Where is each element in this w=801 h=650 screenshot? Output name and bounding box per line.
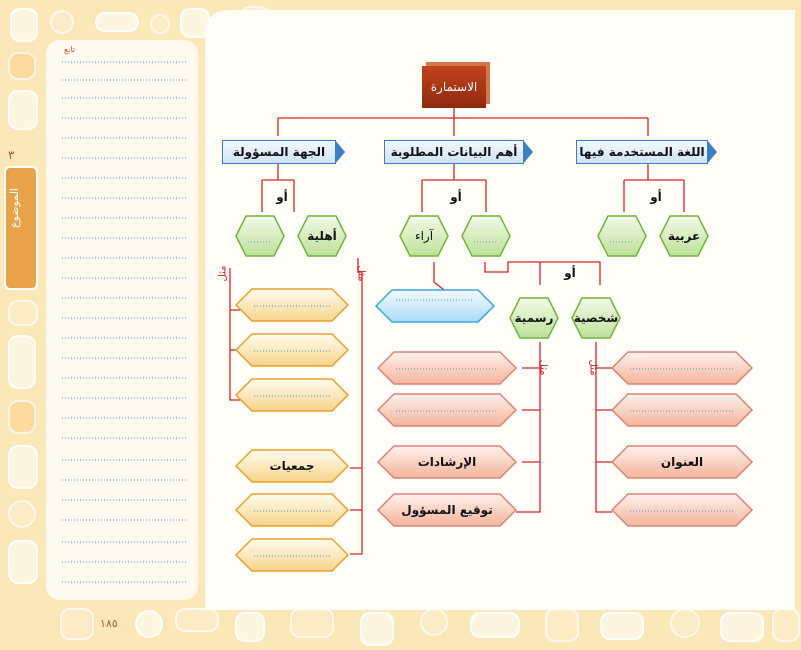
or-label: أو (650, 190, 662, 204)
arabic-label: عربية (667, 229, 701, 243)
notes-panel: تابع (46, 40, 198, 600)
example-label: مثل (217, 265, 229, 282)
example-label: مثل (355, 265, 367, 282)
decor-tile (60, 608, 94, 640)
header-data-text: أهم البيانات المطلوبة (390, 145, 518, 159)
decor-tile (8, 445, 38, 489)
hex-arabic (659, 215, 709, 257)
yellow-box-2 (234, 333, 350, 367)
rose-box-personal-4 (610, 493, 754, 527)
hex-data-blank (461, 215, 511, 257)
decor-tile (8, 90, 38, 130)
header-language: اللغة المستخدمة فيها (576, 140, 717, 164)
instructions-label: الإرشادات (417, 455, 477, 469)
title-text: الاستمارة (430, 80, 478, 94)
decor-tile (720, 612, 764, 642)
notes-lines (62, 61, 186, 583)
yellow-box-6 (234, 538, 350, 572)
header-responsible-text: الجهة المسؤولة (232, 145, 326, 159)
hex-official (509, 297, 559, 339)
side-number: ٣ (8, 148, 15, 162)
hex-private (297, 215, 347, 257)
decor-tile (10, 8, 38, 42)
decor-tile (8, 400, 36, 434)
decor-tile (8, 52, 36, 80)
blue-answer-box (374, 289, 496, 323)
header-language-text: اللغة المستخدمة فيها (579, 145, 705, 159)
page-number: ١٨٥ (100, 617, 118, 630)
example-label: مثل (587, 359, 599, 376)
decor-tile (8, 335, 36, 389)
yellow-box-3 (234, 378, 350, 412)
rose-box-official-2 (376, 393, 518, 427)
decor-tile (545, 608, 579, 642)
decor-tile (8, 500, 36, 528)
decor-tile (235, 612, 265, 642)
opinions-label: آراء (414, 229, 434, 243)
hex-opinions (399, 215, 449, 257)
associations-label: جمعيات (269, 459, 315, 473)
yellow-box-associations (234, 449, 350, 483)
or-label: أو (564, 266, 576, 280)
rose-box-official-1 (376, 351, 518, 385)
hex-personal (571, 297, 621, 339)
private-label: أهلية (307, 229, 337, 243)
official-label: رسمية (514, 311, 554, 325)
decor-tile (50, 10, 74, 34)
yellow-box-5 (234, 493, 350, 527)
yellow-box-1 (234, 288, 350, 322)
rose-box-signature (376, 493, 518, 527)
hex-language-blank (597, 215, 647, 257)
rose-box-instructions (376, 445, 518, 479)
connectors (229, 108, 685, 555)
rose-box-address (610, 445, 754, 479)
title-box: الاستمارة (422, 66, 486, 108)
side-tab: الموضوع (4, 166, 38, 290)
header-data: أهم البيانات المطلوبة (384, 140, 533, 164)
or-label: أو (276, 190, 288, 204)
decor-tile (175, 608, 219, 632)
header-responsible: الجهة المسؤولة (222, 140, 345, 164)
decor-tile (360, 612, 394, 646)
decor-tile (8, 540, 38, 584)
decor-tile (420, 608, 448, 636)
decor-tile (95, 12, 139, 32)
address-label: العنوان (660, 455, 704, 469)
decor-tile (470, 612, 520, 638)
decor-tile (150, 14, 170, 34)
or-label: أو (450, 190, 462, 204)
decor-tile (135, 610, 163, 638)
example-label: مثل (537, 359, 549, 376)
rose-box-personal-2 (610, 393, 754, 427)
personal-label: شخصية (573, 311, 619, 325)
signature-label: توقيع المسؤول (401, 503, 493, 517)
rose-box-personal-1 (610, 351, 754, 385)
notes-top-label: تابع (64, 45, 76, 54)
decor-tile (600, 612, 644, 640)
hex-responsible-blank (235, 215, 285, 257)
decor-tile (8, 300, 38, 326)
